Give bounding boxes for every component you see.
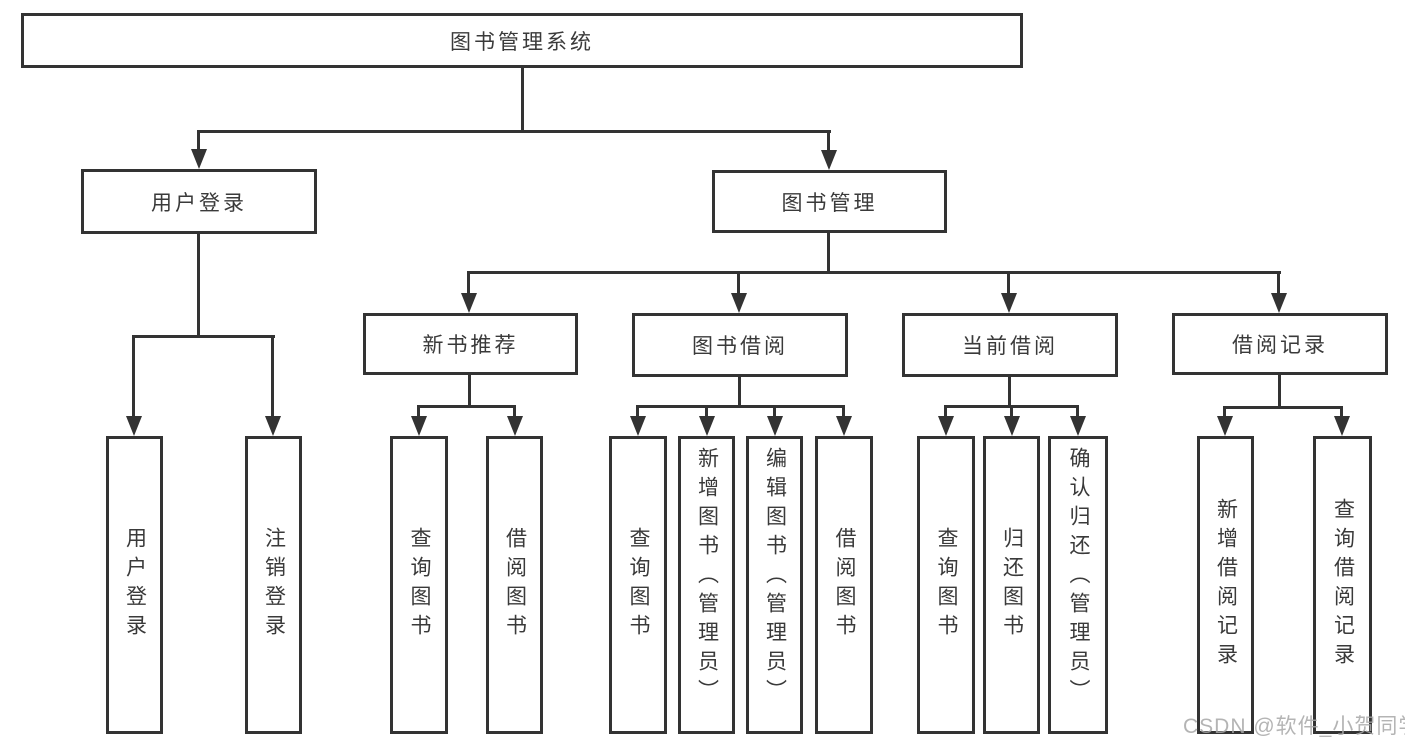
leaf-add-borrow-record: 新增借阅记录 xyxy=(1197,436,1254,734)
arrow-down-icon xyxy=(1217,416,1233,436)
connector-line xyxy=(705,405,708,419)
connector-line xyxy=(1277,271,1280,297)
connector-line xyxy=(737,271,740,297)
leaf-logout: 注销登录 xyxy=(245,436,302,734)
connector-line xyxy=(467,271,470,297)
arrow-down-icon xyxy=(1070,416,1086,436)
leaf-label: 查询图书 xyxy=(627,527,651,643)
leaf-edit-books-admin: 编辑图书（管理员） xyxy=(746,436,803,734)
arrow-down-icon xyxy=(1004,416,1020,436)
connector-line xyxy=(468,375,471,406)
connector-line xyxy=(1224,406,1343,409)
arrow-down-icon xyxy=(731,293,747,313)
node-user-login: 用户登录 xyxy=(81,169,317,234)
connector-line xyxy=(1223,406,1226,419)
leaf-borrow-books-recommend: 借阅图书 xyxy=(486,436,543,734)
leaf-label: 新增借阅记录 xyxy=(1214,498,1238,672)
connector-line xyxy=(197,234,200,335)
arrow-down-icon xyxy=(191,149,207,169)
connector-line xyxy=(1340,406,1343,419)
connector-line xyxy=(944,405,947,419)
leaf-query-books-current: 查询图书 xyxy=(917,436,975,734)
arrow-down-icon xyxy=(265,416,281,436)
node-book-borrowing: 图书借阅 xyxy=(632,313,848,377)
arrow-down-icon xyxy=(1271,293,1287,313)
connector-line xyxy=(1278,375,1281,408)
connector-line xyxy=(132,335,135,420)
leaf-label: 查询图书 xyxy=(408,527,432,643)
leaf-add-books-admin: 新增图书（管理员） xyxy=(678,436,735,734)
leaf-label: 用户登录 xyxy=(123,527,147,643)
leaf-query-books-recommend: 查询图书 xyxy=(390,436,448,734)
arrow-down-icon xyxy=(767,416,783,436)
arrow-down-icon xyxy=(821,150,837,170)
connector-line xyxy=(738,377,741,406)
node-new-book-recommend: 新书推荐 xyxy=(363,313,578,375)
connector-line xyxy=(842,405,845,419)
arrow-down-icon xyxy=(1334,416,1350,436)
connector-line xyxy=(271,335,274,420)
leaf-label: 借阅图书 xyxy=(503,527,527,643)
connector-line xyxy=(133,335,275,338)
leaf-borrow-books-borrowing: 借阅图书 xyxy=(815,436,873,734)
arrow-down-icon xyxy=(630,416,646,436)
leaf-label: 借阅图书 xyxy=(833,527,857,643)
connector-line xyxy=(1010,405,1013,419)
node-library-management-system: 图书管理系统 xyxy=(21,13,1023,68)
leaf-label: 新增图书（管理员） xyxy=(695,447,719,708)
leaf-label: 查询图书 xyxy=(935,527,959,643)
connector-line xyxy=(468,271,1281,274)
arrow-down-icon xyxy=(461,293,477,313)
connector-line xyxy=(1007,271,1010,297)
connector-line xyxy=(521,68,524,130)
leaf-label: 归还图书 xyxy=(1000,527,1024,643)
arrow-down-icon xyxy=(1001,293,1017,313)
connector-line xyxy=(1076,405,1079,419)
connector-line xyxy=(513,405,516,419)
connector-line xyxy=(827,233,830,273)
connector-line xyxy=(417,405,420,419)
connector-line xyxy=(1008,377,1011,406)
leaf-user-login: 用户登录 xyxy=(106,436,163,734)
connector-line xyxy=(637,405,845,408)
connector-line xyxy=(198,130,831,133)
connector-line xyxy=(636,405,639,419)
leaf-confirm-return-admin: 确认归还（管理员） xyxy=(1048,436,1108,734)
connector-line xyxy=(773,405,776,419)
csdn-watermark: CSDN @软件_小贺同学 xyxy=(1183,715,1405,738)
node-current-borrowing: 当前借阅 xyxy=(902,313,1118,377)
leaf-label: 编辑图书（管理员） xyxy=(763,447,787,708)
leaf-label: 查询借阅记录 xyxy=(1331,498,1355,672)
leaf-return-books: 归还图书 xyxy=(983,436,1040,734)
leaf-query-borrow-record: 查询借阅记录 xyxy=(1313,436,1372,734)
leaf-label: 确认归还（管理员） xyxy=(1067,447,1091,708)
arrow-down-icon xyxy=(836,416,852,436)
connector-line xyxy=(197,130,200,155)
arrow-down-icon xyxy=(507,416,523,436)
arrow-down-icon xyxy=(699,416,715,436)
node-book-management: 图书管理 xyxy=(712,170,947,233)
connector-line xyxy=(827,130,830,156)
arrow-down-icon xyxy=(938,416,954,436)
arrow-down-icon xyxy=(126,416,142,436)
leaf-label: 注销登录 xyxy=(262,527,286,643)
node-borrowing-records: 借阅记录 xyxy=(1172,313,1388,375)
arrow-down-icon xyxy=(411,416,427,436)
connector-line xyxy=(418,405,516,408)
leaf-query-books-borrowing: 查询图书 xyxy=(609,436,667,734)
